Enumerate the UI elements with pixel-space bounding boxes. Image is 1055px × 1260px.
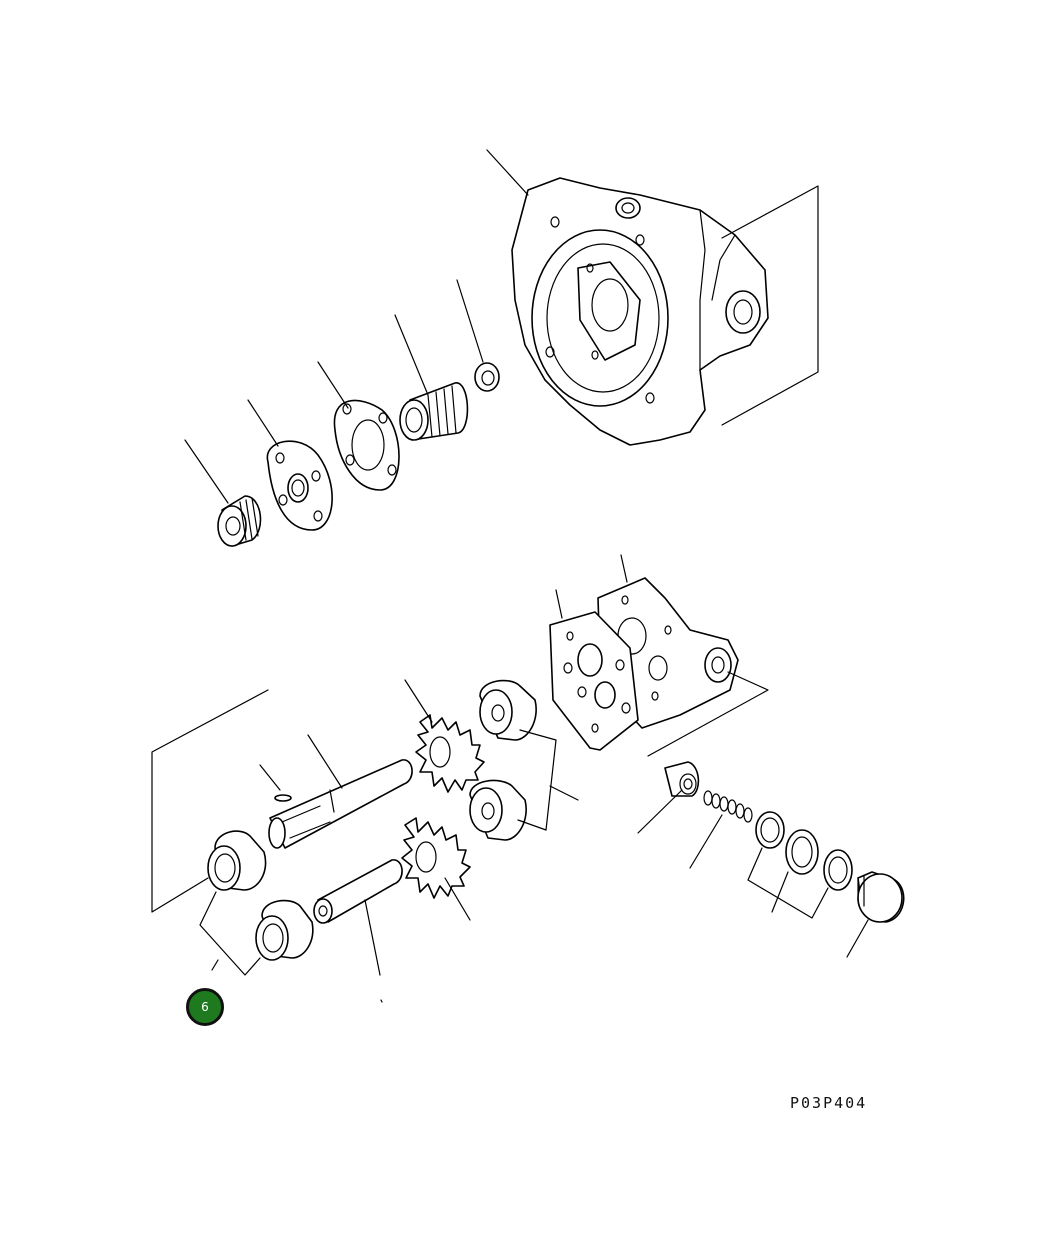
- bracket-body: [647, 671, 769, 757]
- driven-gear: [401, 817, 471, 899]
- driven-shaft: [313, 859, 403, 924]
- leader-valve-cartridge: [394, 314, 429, 396]
- bracket-washers: [747, 847, 829, 919]
- spline-coupling: [217, 495, 262, 547]
- bearing-front-upper: [207, 830, 267, 891]
- bushing-lower: [469, 779, 527, 841]
- body-plate: [549, 611, 639, 751]
- washer-c: [823, 849, 853, 891]
- gasket: [333, 399, 400, 491]
- leader-seal-ring: [456, 279, 484, 363]
- bracket-housing: [721, 185, 819, 426]
- poppet: [664, 761, 700, 797]
- pump-housing: [511, 177, 769, 446]
- leader-drive-gear: [404, 679, 433, 723]
- leader-driven-shaft: [364, 899, 383, 1003]
- leader-plug: [846, 919, 869, 958]
- leader-poppet: [637, 789, 683, 834]
- leader-driven-gear: [444, 877, 471, 921]
- washer-b: [785, 829, 819, 875]
- drive-shaft: [268, 759, 413, 849]
- bracket-front-bearings: [151, 689, 269, 976]
- leader-drive-shaft: [307, 734, 343, 789]
- leader-housing: [486, 149, 529, 196]
- shaft-key: [274, 794, 292, 802]
- leader-shaft-key: [259, 764, 281, 791]
- leader-flange-plate: [247, 399, 279, 447]
- spring: [703, 790, 753, 823]
- leader-gasket: [317, 361, 349, 409]
- seal-ring: [474, 362, 500, 392]
- drawing-reference-code: P03P404: [790, 1094, 868, 1112]
- leader-gear-body: [620, 554, 628, 583]
- callout-badge[interactable]: 6: [186, 988, 224, 1026]
- washer-a: [755, 811, 785, 849]
- bushing-upper: [479, 679, 537, 741]
- plug: [857, 871, 905, 923]
- valve-cartridge: [399, 382, 469, 441]
- leader-spring: [689, 814, 723, 869]
- flange-plate: [266, 440, 333, 531]
- leader-body-plate: [555, 589, 563, 619]
- leader-spline-coupling: [184, 439, 229, 504]
- drive-gear: [415, 714, 485, 793]
- bearing-front-lower: [255, 899, 314, 961]
- bracket-bushings: [517, 729, 579, 831]
